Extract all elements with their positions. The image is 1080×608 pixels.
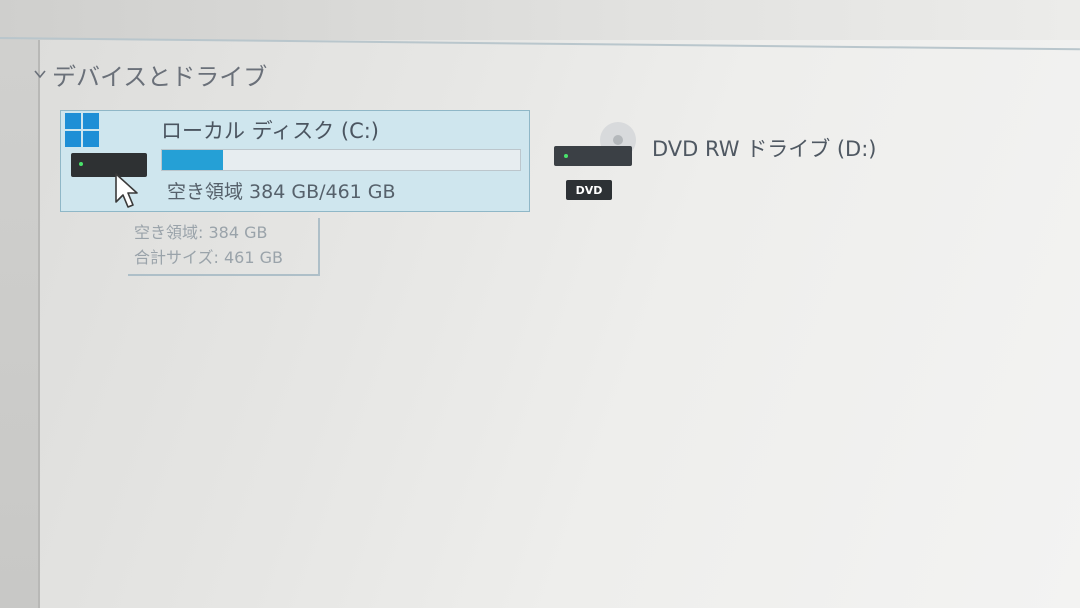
dvd-badge-text: DVD bbox=[576, 184, 603, 197]
windows-logo-icon bbox=[65, 113, 99, 147]
chevron-down-icon[interactable] bbox=[34, 68, 46, 80]
drive-c-usage-bar bbox=[161, 149, 521, 171]
tooltip-total-size: 合計サイズ: 461 GB bbox=[134, 248, 283, 267]
hard-drive-icon bbox=[71, 153, 147, 177]
tooltip-free-space: 空き領域: 384 GB bbox=[134, 223, 268, 242]
dvd-drive-icon: DVD bbox=[554, 122, 636, 200]
drive-c-name: ローカル ディスク (C:) bbox=[161, 119, 380, 143]
navigation-pane[interactable] bbox=[0, 40, 40, 608]
drive-c-tile[interactable]: ローカル ディスク (C:) 空き領域 384 GB/461 GB bbox=[60, 110, 530, 212]
drive-c-usage-fill bbox=[162, 150, 223, 170]
drive-c-free-space: 空き領域 384 GB/461 GB bbox=[167, 181, 396, 203]
window-top-band bbox=[0, 0, 1080, 40]
drive-c-tooltip: 空き領域: 384 GB 合計サイズ: 461 GB bbox=[128, 218, 320, 276]
drive-d-name: DVD RW ドライブ (D:) bbox=[652, 137, 877, 161]
mouse-cursor-icon bbox=[115, 173, 138, 208]
section-title: デバイスとドライブ bbox=[52, 62, 268, 91]
devices-section-header[interactable]: デバイスとドライブ bbox=[34, 58, 268, 91]
